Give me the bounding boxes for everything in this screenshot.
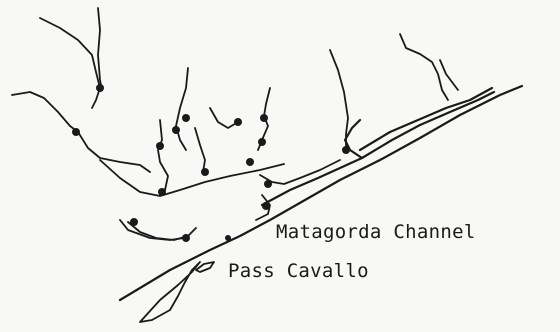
river-center-4 — [209, 107, 239, 129]
station-marker — [246, 158, 254, 166]
station-marker — [158, 188, 166, 196]
station-marker — [262, 202, 270, 210]
matagorda-island — [139, 261, 201, 323]
label-matagorda-channel: Matagorda Channel — [276, 221, 476, 243]
river-west-lower — [77, 131, 151, 173]
station-marker — [156, 142, 164, 150]
river-northwest — [39, 17, 101, 109]
bay-shore-south — [127, 221, 197, 241]
station-marker — [201, 168, 209, 176]
station-marker — [342, 146, 350, 154]
station-marker — [264, 180, 272, 188]
mainland-inner-coast — [260, 90, 496, 207]
river-center-3 — [194, 127, 206, 173]
river-northeast — [399, 33, 449, 101]
bay-interior-3 — [259, 159, 341, 185]
station-marker — [260, 114, 268, 122]
label-pass-cavallo: Pass Cavallo — [228, 260, 369, 282]
station-marker — [182, 234, 190, 242]
bay-connector — [343, 118, 364, 160]
station-marker — [182, 114, 190, 122]
bay-shore-upper — [358, 86, 494, 152]
station-marker — [225, 235, 231, 241]
station-marker — [172, 126, 180, 134]
river-north — [97, 7, 103, 91]
station-marker — [72, 128, 80, 136]
station-marker — [234, 118, 242, 126]
river-east-1 — [329, 49, 349, 149]
river-center-2 — [175, 67, 189, 151]
bay-interior-4 — [255, 194, 271, 221]
pass-cavallo-islet — [195, 261, 215, 273]
station-marker — [258, 138, 266, 146]
river-northeast-2 — [439, 59, 459, 91]
station-marker — [96, 84, 104, 92]
river-west — [11, 91, 79, 133]
barrier-island-outer-coast — [118, 84, 524, 302]
bay-interior-1 — [99, 159, 285, 197]
station-marker — [130, 218, 138, 226]
river-center-1 — [157, 119, 169, 191]
